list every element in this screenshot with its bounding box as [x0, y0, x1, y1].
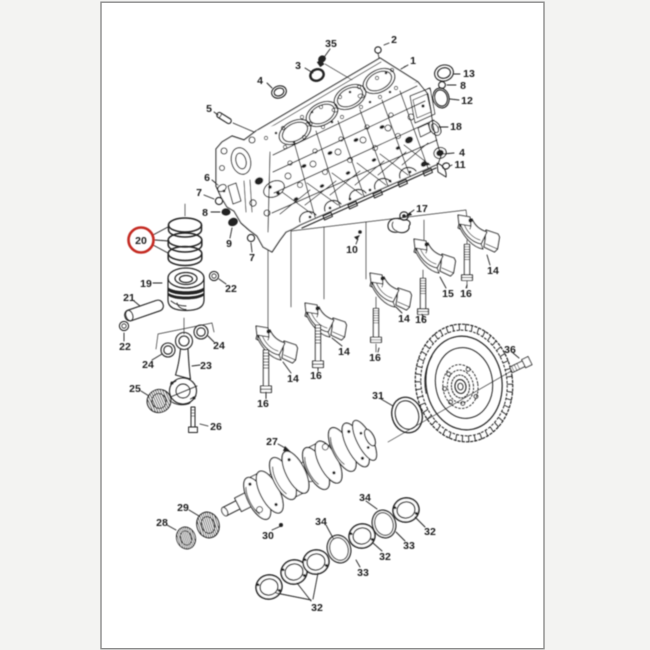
- svg-text:32: 32: [379, 551, 391, 563]
- svg-text:30: 30: [262, 530, 274, 542]
- svg-text:27: 27: [266, 436, 278, 448]
- svg-text:32: 32: [424, 526, 436, 538]
- svg-text:3: 3: [295, 60, 301, 72]
- svg-text:9: 9: [226, 238, 232, 250]
- svg-text:34: 34: [315, 516, 327, 528]
- svg-text:14: 14: [287, 373, 299, 385]
- svg-text:24: 24: [213, 340, 225, 352]
- svg-text:14: 14: [338, 346, 350, 358]
- svg-text:12: 12: [461, 95, 473, 107]
- svg-text:2: 2: [391, 34, 397, 46]
- svg-text:11: 11: [454, 159, 465, 171]
- svg-text:21: 21: [123, 292, 135, 304]
- svg-text:24: 24: [142, 359, 154, 371]
- svg-text:13: 13: [463, 68, 475, 80]
- svg-text:8: 8: [202, 207, 208, 219]
- svg-text:19: 19: [140, 278, 152, 290]
- svg-text:22: 22: [119, 341, 131, 353]
- svg-text:1: 1: [410, 55, 416, 67]
- svg-text:28: 28: [156, 517, 168, 529]
- svg-text:7: 7: [249, 252, 255, 264]
- svg-text:23: 23: [200, 360, 212, 372]
- svg-text:16: 16: [415, 314, 427, 326]
- svg-text:17: 17: [416, 203, 428, 215]
- svg-text:4: 4: [257, 75, 263, 87]
- svg-text:25: 25: [129, 383, 141, 395]
- svg-text:31: 31: [372, 390, 384, 402]
- svg-text:4: 4: [459, 147, 465, 159]
- svg-text:16: 16: [369, 352, 381, 364]
- svg-text:16: 16: [257, 398, 269, 410]
- svg-text:36: 36: [504, 344, 516, 356]
- svg-text:32: 32: [311, 602, 323, 614]
- svg-text:20: 20: [135, 235, 147, 247]
- svg-text:18: 18: [450, 121, 462, 133]
- svg-text:29: 29: [177, 502, 189, 514]
- svg-text:34: 34: [359, 492, 371, 504]
- svg-text:16: 16: [310, 370, 322, 382]
- svg-text:33: 33: [403, 540, 415, 552]
- svg-text:35: 35: [325, 38, 337, 50]
- svg-text:8: 8: [460, 80, 466, 92]
- svg-text:6: 6: [204, 172, 210, 184]
- svg-text:7: 7: [196, 187, 202, 199]
- svg-text:16: 16: [460, 288, 472, 300]
- svg-text:14: 14: [487, 265, 499, 277]
- svg-text:10: 10: [346, 244, 358, 256]
- svg-text:26: 26: [210, 421, 222, 433]
- svg-text:5: 5: [206, 103, 212, 115]
- svg-text:15: 15: [442, 288, 454, 300]
- svg-text:22: 22: [225, 283, 237, 295]
- svg-text:14: 14: [398, 313, 410, 325]
- svg-text:33: 33: [357, 567, 369, 579]
